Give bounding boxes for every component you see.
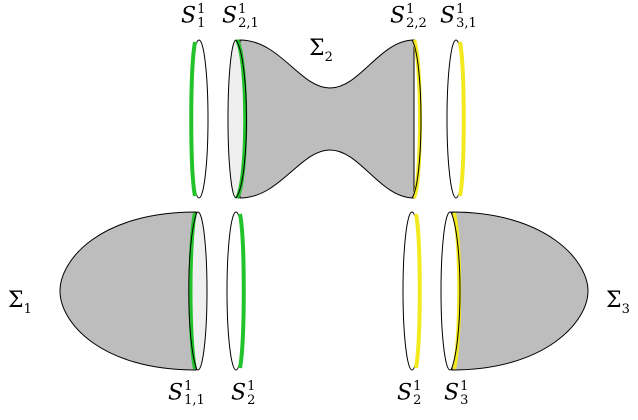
label-sigma-3: Σ3 bbox=[606, 288, 630, 318]
label-s31-base: S bbox=[440, 3, 456, 29]
label-s3-sub: 3 bbox=[460, 392, 469, 408]
label-s22-sub: 2,2 bbox=[406, 15, 427, 31]
label-s11-sub: 1,1 bbox=[184, 392, 205, 408]
circle-s31-yellow-rim bbox=[458, 41, 466, 197]
sigma-3-rim-outline bbox=[450, 211, 461, 371]
label-s22-base: S bbox=[390, 3, 406, 29]
label-s1-sub: 1 bbox=[197, 15, 206, 31]
label-sigma-2: Σ2 bbox=[309, 36, 333, 66]
label-sigma-3-sub: 3 bbox=[621, 302, 630, 318]
sigma-2-right-rim-outline bbox=[411, 39, 422, 199]
circle-s2-left-green-rim bbox=[238, 213, 246, 369]
sigma-2-right-yellow-rim bbox=[412, 39, 422, 199]
sigma-1-rim-outline bbox=[188, 211, 198, 371]
circle-s1-green-rim bbox=[189, 41, 197, 197]
label-s3-base: S bbox=[444, 380, 460, 406]
label-s31-sub: 3,1 bbox=[456, 15, 477, 31]
label-sigma-1: Σ1 bbox=[8, 288, 32, 318]
sigma-3-surface bbox=[451, 211, 589, 371]
sigma-1-surface bbox=[59, 211, 197, 371]
label-s1-sup: 1 bbox=[197, 2, 206, 17]
label-s11-sup: 1 bbox=[184, 379, 193, 394]
label-s2-left-sub: 2 bbox=[247, 392, 256, 408]
sigma-2-left-rim-outline bbox=[235, 39, 247, 199]
label-s21-sub: 2,1 bbox=[238, 15, 259, 31]
label-sigma-2-sub: 2 bbox=[324, 50, 333, 66]
label-s2-left-base: S bbox=[231, 380, 247, 406]
circle-s2-right-yellow-rim bbox=[414, 213, 422, 369]
label-s21-base: S bbox=[222, 3, 238, 29]
label-s22-sup: 1 bbox=[406, 2, 415, 17]
label-sigma-1-base: Σ bbox=[8, 288, 24, 313]
label-sigma-2-base: Σ bbox=[309, 36, 325, 61]
label-s3-sup: 1 bbox=[460, 379, 469, 394]
sigma-3-yellow-rim bbox=[452, 212, 462, 370]
label-s11-base: S bbox=[168, 380, 184, 406]
label-s21-sup: 1 bbox=[238, 2, 247, 17]
label-s2-right-base: S bbox=[397, 380, 413, 406]
label-sigma-3-base: Σ bbox=[606, 288, 622, 313]
label-s2-right-sub: 2 bbox=[413, 392, 422, 408]
label-sigma-1-sub: 1 bbox=[23, 302, 32, 318]
label-s31-sup: 1 bbox=[456, 2, 465, 17]
label-s2-right-sup: 1 bbox=[413, 379, 422, 394]
label-s2-left-sup: 1 bbox=[247, 379, 256, 394]
label-s1-base: S bbox=[181, 3, 197, 29]
